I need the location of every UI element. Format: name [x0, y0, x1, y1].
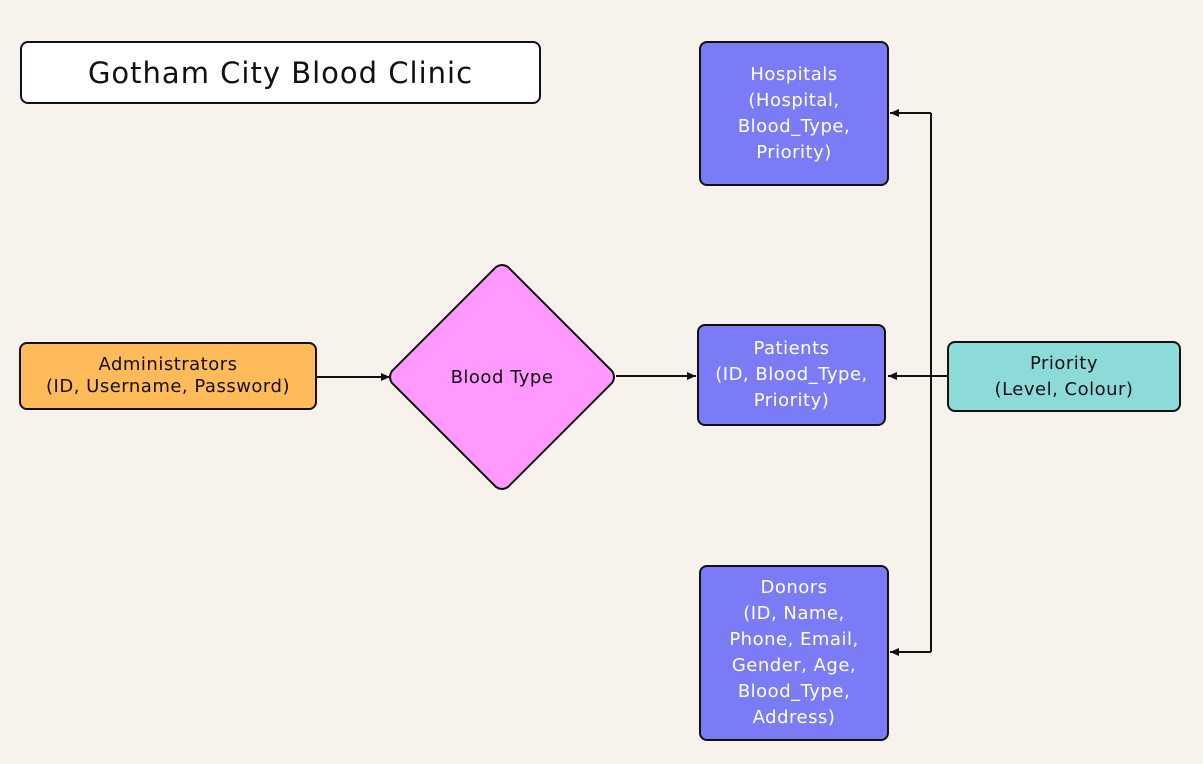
blood-type-label: Blood Type: [450, 366, 554, 388]
blood-type-relationship: Blood Type: [388, 264, 616, 490]
priority-attributes: (Level, Colour): [994, 378, 1134, 400]
donors-attribute-line: Address): [752, 707, 836, 728]
patients-attribute-line: Priority): [753, 390, 830, 411]
hospitals-entity: Hospitals (Hospital, Blood_Type, Priorit…: [699, 41, 889, 186]
patients-name: Patients: [753, 338, 830, 359]
donors-attribute-line: Blood_Type,: [737, 681, 851, 702]
administrators-attributes: (ID, Username, Password): [46, 376, 290, 397]
donors-attribute-line: Phone, Email,: [729, 629, 859, 650]
priority-entity: Priority (Level, Colour): [947, 341, 1181, 412]
hospitals-attribute-line: (Hospital,: [748, 89, 840, 111]
priority-name: Priority: [1029, 352, 1099, 374]
hospitals-name: Hospitals: [750, 63, 838, 85]
diagram-title-text: Gotham City Blood Clinic: [87, 55, 474, 90]
diagram-title: Gotham City Blood Clinic: [20, 41, 541, 104]
patients-entity: Patients (ID, Blood_Type, Priority): [697, 324, 886, 426]
administrators-name: Administrators: [98, 354, 238, 375]
donors-attribute-line: (ID, Name,: [743, 603, 845, 624]
blood-type-relationship-shape: [389, 264, 615, 490]
hospitals-attribute-line: Priority): [756, 141, 832, 163]
donors-entity: Donors (ID, Name, Phone, Email, Gender, …: [699, 565, 889, 741]
administrators-entity: Administrators (ID, Username, Password): [19, 342, 317, 410]
donors-attribute-line: Gender, Age,: [731, 655, 857, 676]
donors-name: Donors: [760, 577, 828, 598]
patients-attribute-line: (ID, Blood_Type,: [715, 364, 868, 385]
hospitals-attribute-line: Blood_Type,: [737, 115, 851, 137]
